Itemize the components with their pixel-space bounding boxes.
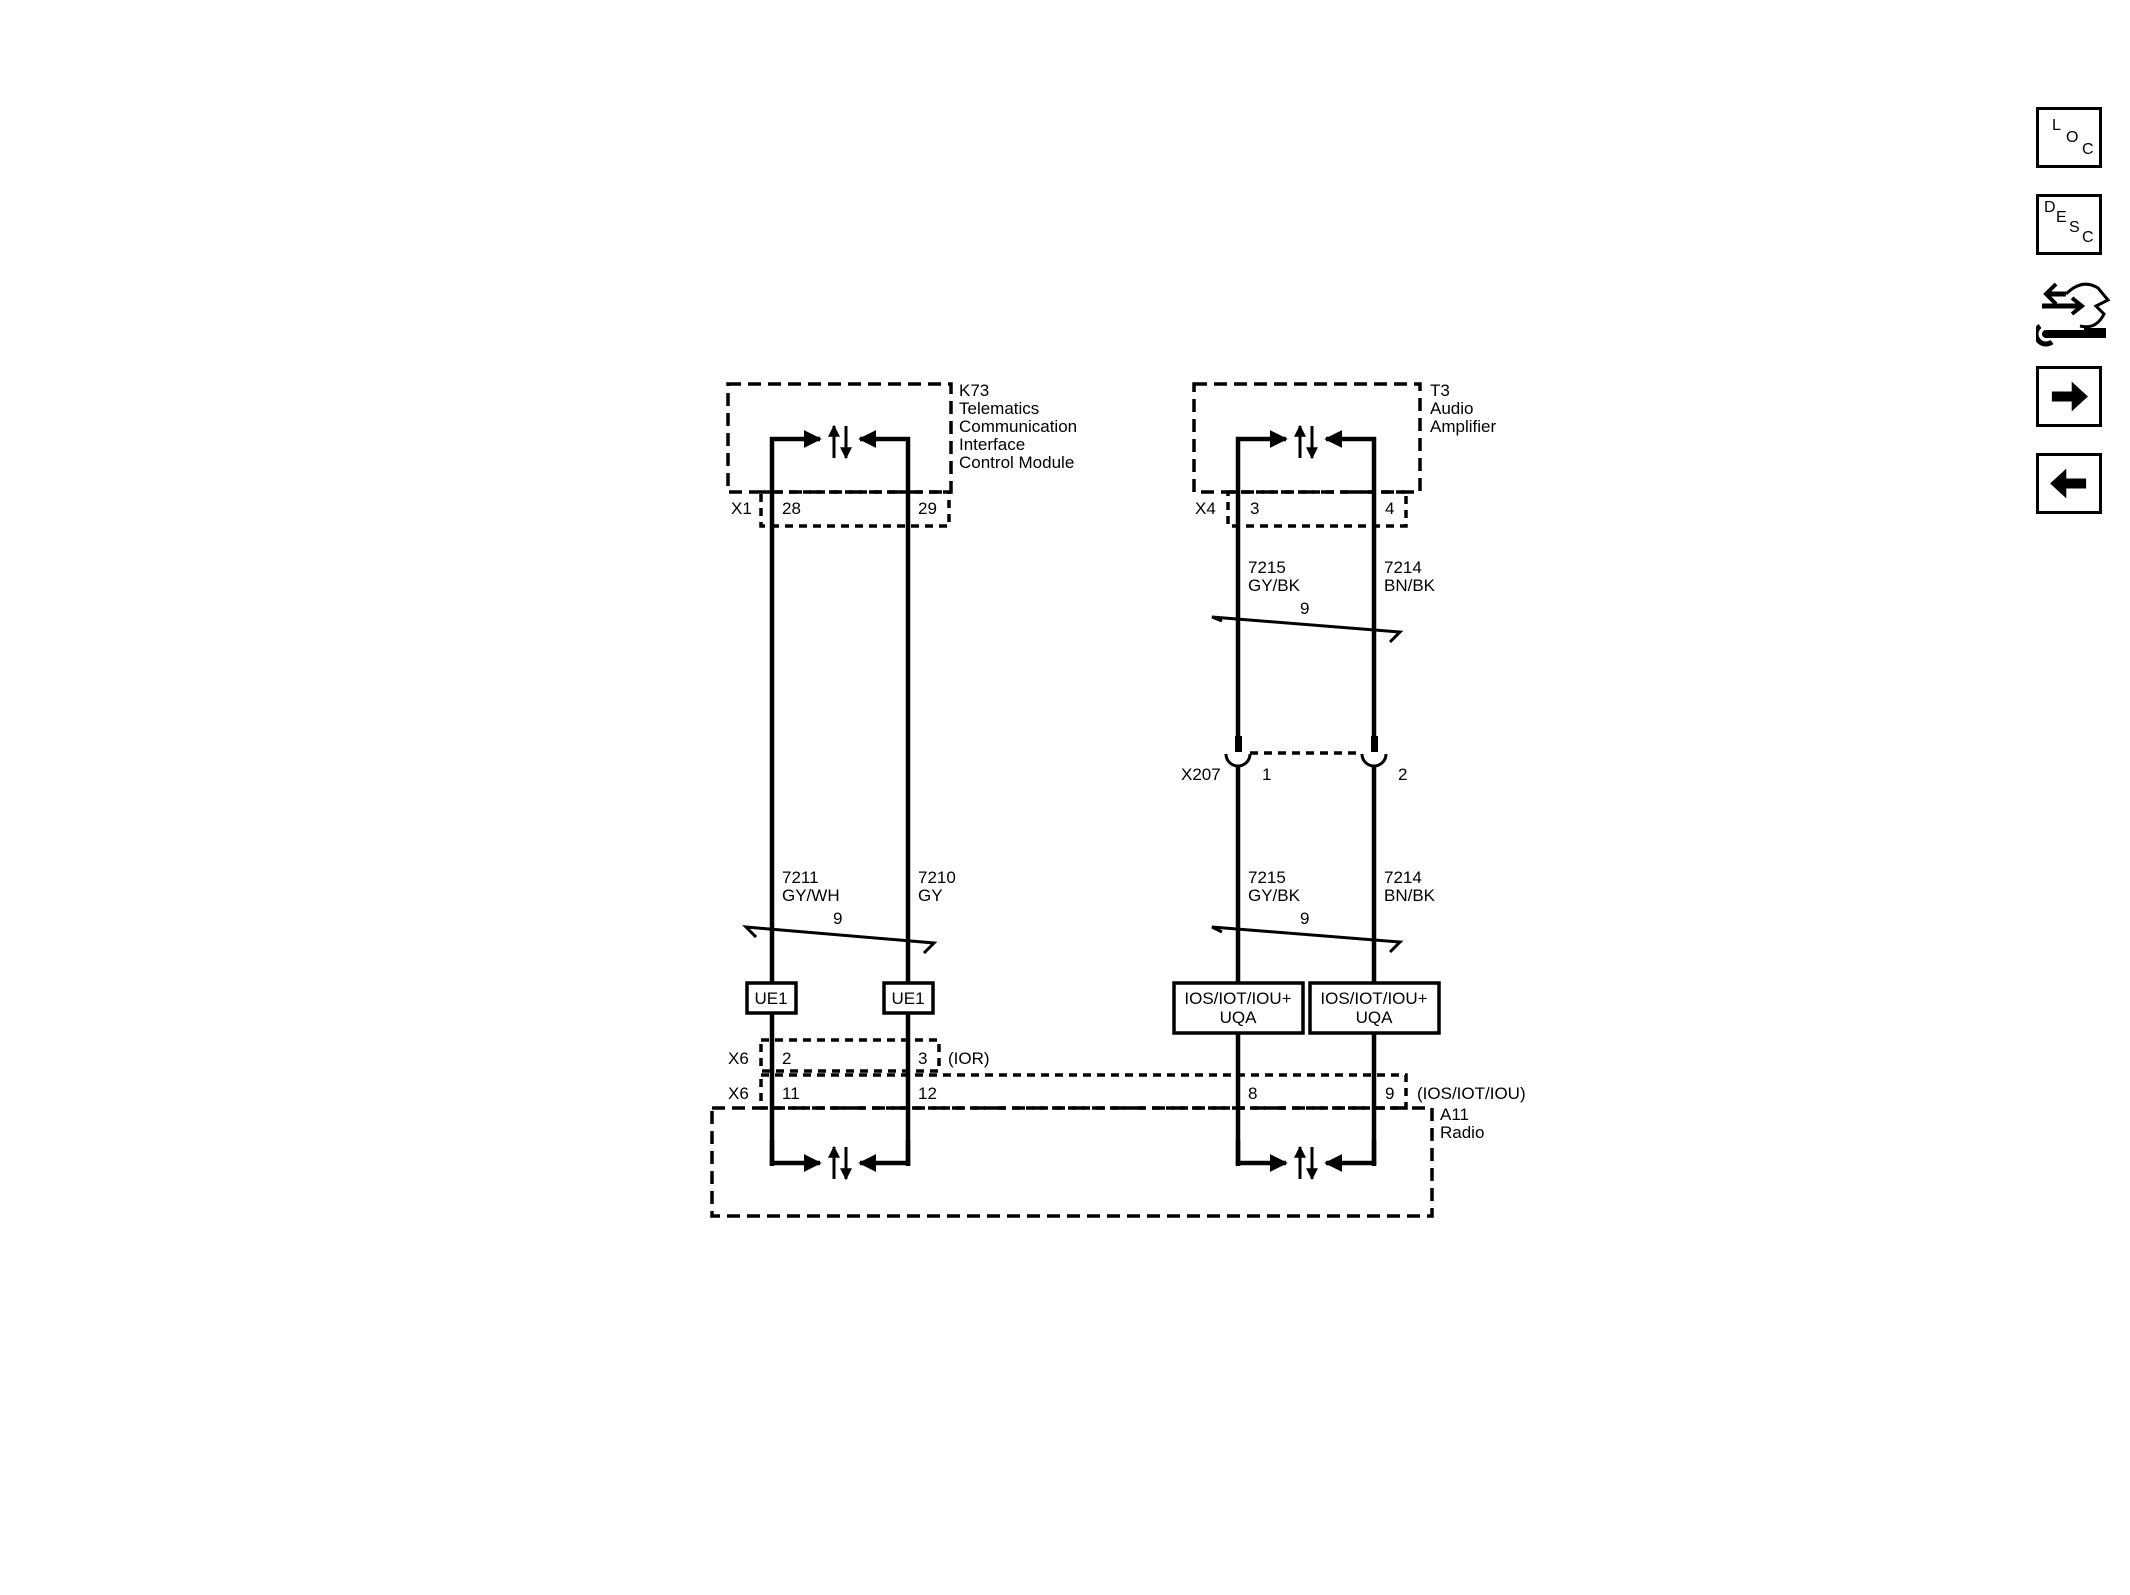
t3-module-outline xyxy=(1192,382,1422,494)
x6-lower-connector-label: X6 xyxy=(728,1084,749,1103)
svg-text:T3: T3 xyxy=(1430,381,1450,400)
x6-lower-pin-d: 9 xyxy=(1385,1084,1394,1103)
x6-lower-option-note: (IOS/IOT/IOU) xyxy=(1417,1084,1526,1103)
svg-text:Audio: Audio xyxy=(1430,399,1473,418)
loc-letter-c: C xyxy=(2082,141,2094,158)
twist-rate-upper: 9 xyxy=(1300,599,1309,618)
a11-radio-outline xyxy=(710,1106,1434,1218)
x207-connector-label: X207 xyxy=(1181,765,1221,784)
t3-internal-signal xyxy=(1235,424,1377,460)
x6-lower-pin-a: 11 xyxy=(782,1084,800,1103)
harness-wrench-button[interactable] xyxy=(2033,276,2116,352)
k73-x1-connector-outline xyxy=(759,490,951,528)
loc-letter-l: L xyxy=(2052,117,2061,134)
wire-7211-circuit: 7211 xyxy=(782,868,819,887)
x6-lower-connector-outline xyxy=(759,1073,1408,1110)
option-right-a-line2: UQA xyxy=(1220,1008,1258,1027)
a11-internal-signal-right xyxy=(1235,1140,1377,1181)
twisted-pair-symbol-left xyxy=(742,925,938,955)
x207-pin-b: 2 xyxy=(1398,765,1407,784)
x6-lower-pin-c: 8 xyxy=(1248,1084,1257,1103)
harness-wrench-icon xyxy=(2033,282,2111,347)
t3-x4-connector-outline xyxy=(1226,490,1408,528)
svg-text:Radio: Radio xyxy=(1440,1123,1484,1142)
wire-7215-lower-color: GY/BK xyxy=(1248,886,1301,905)
k73-connector-label: X1 xyxy=(731,499,752,518)
x6-upper-option-note: (IOR) xyxy=(948,1049,990,1068)
option-right-b-line2: UQA xyxy=(1356,1008,1394,1027)
arrow-right-icon xyxy=(2051,381,2088,412)
location-button[interactable]: L O C xyxy=(2036,107,2102,168)
wire-7214-lower-color: BN/BK xyxy=(1384,886,1436,905)
x6-upper-connector-outline xyxy=(759,1038,941,1073)
twisted-pair-symbol-lower xyxy=(1211,925,1404,954)
a11-label: A11 Radio xyxy=(1440,1105,1484,1142)
option-box-right-b xyxy=(1308,981,1441,1035)
twist-rate-left: 9 xyxy=(833,909,842,928)
desc-letter-c: C xyxy=(2082,229,2094,246)
x6-upper-pin-a: 2 xyxy=(782,1049,791,1068)
wire-7214-upper-circuit: 7214 xyxy=(1384,558,1422,577)
svg-text:Amplifier: Amplifier xyxy=(1430,417,1496,436)
desc-letter-e: E xyxy=(2056,209,2067,226)
svg-text:Communication: Communication xyxy=(959,417,1077,436)
wire-7215-upper-circuit: 7215 xyxy=(1248,558,1286,577)
t3-pin-b: 4 xyxy=(1385,499,1394,518)
option-left-b: UE1 xyxy=(891,989,924,1008)
wire-7214-upper-color: BN/BK xyxy=(1384,576,1436,595)
svg-text:A11: A11 xyxy=(1440,1105,1469,1124)
option-box-left-b xyxy=(882,981,935,1015)
wire-7211-color: GY/WH xyxy=(782,886,840,905)
x207-inline-connector xyxy=(1224,736,1388,768)
twist-rate-lower: 9 xyxy=(1300,909,1309,928)
twisted-pair-symbol-upper xyxy=(1211,615,1404,644)
desc-letter-s: S xyxy=(2069,219,2080,236)
svg-text:K73: K73 xyxy=(959,381,989,400)
x6-upper-pin-b: 3 xyxy=(918,1049,927,1068)
k73-pin-b: 29 xyxy=(918,499,937,518)
previous-page-button[interactable] xyxy=(2036,453,2102,514)
t3-label: T3 Audio Amplifier xyxy=(1430,381,1496,436)
option-left-a: UE1 xyxy=(754,989,787,1008)
loc-letter-o: O xyxy=(2066,129,2079,146)
k73-pin-a: 28 xyxy=(782,499,801,518)
wire-7210-color: GY xyxy=(918,886,943,905)
wire-7214-lower-circuit: 7214 xyxy=(1384,868,1422,887)
option-right-a-line1: IOS/IOT/IOU+ xyxy=(1184,989,1291,1008)
option-right-b-line1: IOS/IOT/IOU+ xyxy=(1320,989,1427,1008)
svg-text:Interface: Interface xyxy=(959,435,1025,454)
k73-internal-signal xyxy=(769,424,911,460)
next-page-button[interactable] xyxy=(2036,366,2102,427)
x6-upper-connector-label: X6 xyxy=(728,1049,749,1068)
svg-text:Control Module: Control Module xyxy=(959,453,1074,472)
description-button[interactable]: D E S C xyxy=(2036,194,2102,255)
option-box-left-a xyxy=(745,981,798,1015)
desc-letter-d: D xyxy=(2044,199,2056,216)
k73-module-outline xyxy=(726,382,953,494)
k73-label: K73 Telematics Communication Interface C… xyxy=(959,381,1077,472)
wire-7215-upper-color: GY/BK xyxy=(1248,576,1301,595)
t3-pin-a: 3 xyxy=(1250,499,1259,518)
x6-lower-pin-b: 12 xyxy=(918,1084,937,1103)
a11-internal-signal-left xyxy=(769,1140,911,1181)
wire-7215-lower-circuit: 7215 xyxy=(1248,868,1286,887)
wire-7210-circuit: 7210 xyxy=(918,868,956,887)
x207-pin-a: 1 xyxy=(1262,765,1271,784)
svg-text:Telematics: Telematics xyxy=(959,399,1039,418)
arrow-left-icon xyxy=(2050,468,2087,499)
t3-connector-label: X4 xyxy=(1195,499,1216,518)
